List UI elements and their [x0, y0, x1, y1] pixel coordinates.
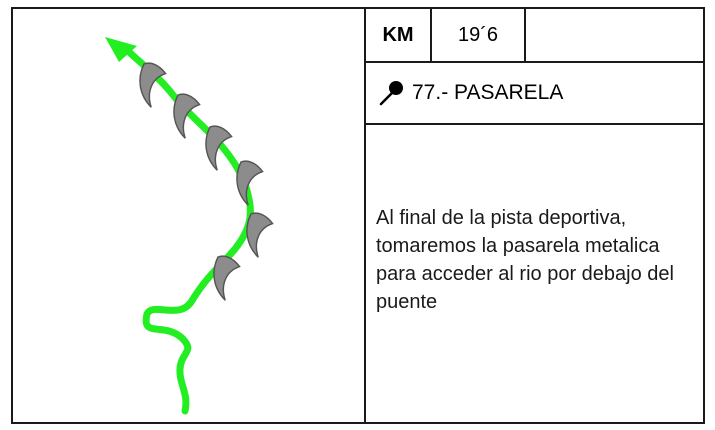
description-text: Al final de la pista deportiva, tomaremo… [376, 207, 674, 313]
description-cell: Al final de la pista deportiva, tomaremo… [366, 125, 703, 422]
place-name: 77.- PASARELA [412, 81, 564, 104]
roadbook-card: KM 19´6 77.- PASARELA Al final de la pis… [11, 7, 705, 424]
crescent-marker-icon [246, 212, 274, 258]
route-diagram-cell [13, 9, 366, 422]
route-diagram [105, 37, 274, 415]
km-label: KM [366, 9, 432, 61]
place-row: 77.- PASARELA [366, 63, 703, 125]
info-column: KM 19´6 77.- PASARELA Al final de la pis… [366, 9, 703, 422]
km-value: 19´6 [432, 9, 526, 61]
km-row: KM 19´6 [366, 9, 703, 63]
crescent-marker-icon [213, 255, 241, 301]
km-empty-cell [526, 9, 703, 61]
pin-icon [379, 81, 403, 106]
crescent-markers [139, 62, 274, 301]
route-arrow-icon [105, 37, 137, 62]
route-line [124, 47, 254, 415]
